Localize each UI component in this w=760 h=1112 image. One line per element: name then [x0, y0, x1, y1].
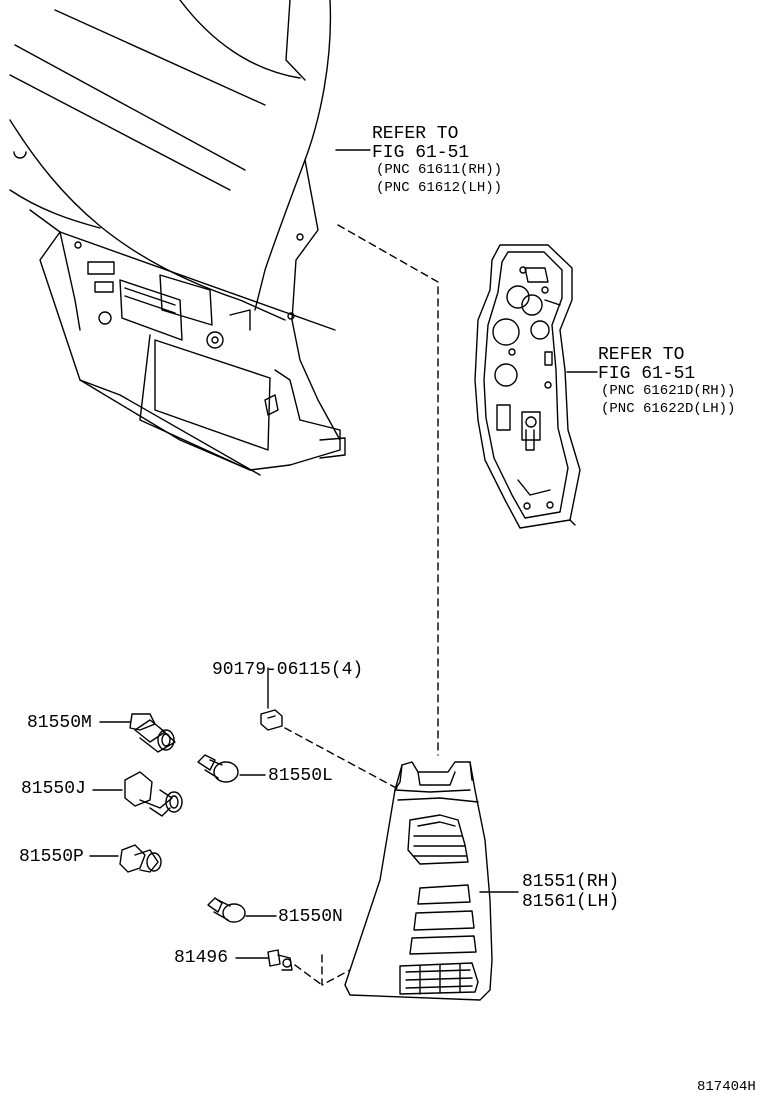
bulb-n-part-number[interactable]: 81550N: [278, 907, 343, 927]
rear-lamp-part: [344, 761, 519, 1001]
socket-p-part: [89, 844, 162, 873]
screw-part: [260, 667, 283, 731]
middle-ref-line1: REFER TO: [598, 345, 685, 365]
upper-ref-line4: (PNC 61612(LH)): [376, 180, 503, 196]
middle-ref-line4: (PNC 61622D(LH)): [601, 401, 736, 417]
screw-part-number[interactable]: 90179-06115(4): [212, 660, 364, 680]
socket-m-part: [99, 713, 176, 753]
middle-ref-line2: FIG 61-51: [598, 364, 696, 384]
middle-ref-line3: (PNC 61621D(RH)): [601, 383, 736, 399]
figure-id: 817404H: [697, 1079, 756, 1095]
lamp-lh-part-number[interactable]: 81561(LH): [522, 892, 620, 912]
clip-part: [235, 949, 293, 971]
socket-j-part: [92, 771, 183, 817]
bulb-n-part: [207, 897, 277, 923]
bulb-l-part-number[interactable]: 81550L: [268, 766, 333, 786]
guide-lines: [284, 224, 439, 986]
socket-p-part-number[interactable]: 81550P: [19, 847, 84, 867]
inner-panel-bracket: [474, 244, 581, 529]
lamp-rh-part-number[interactable]: 81551(RH): [522, 872, 620, 892]
upper-ref-line2: FIG 61-51: [372, 143, 470, 163]
clip-part-number[interactable]: 81496: [174, 948, 229, 968]
socket-j-part-number[interactable]: 81550J: [21, 779, 86, 799]
socket-m-part-number[interactable]: 81550M: [27, 713, 92, 733]
bulb-l-part: [197, 754, 266, 783]
upper-ref-line1: REFER TO: [372, 124, 459, 144]
quarter-panel: [9, 0, 346, 476]
upper-ref-line3: (PNC 61611(RH)): [376, 162, 503, 178]
